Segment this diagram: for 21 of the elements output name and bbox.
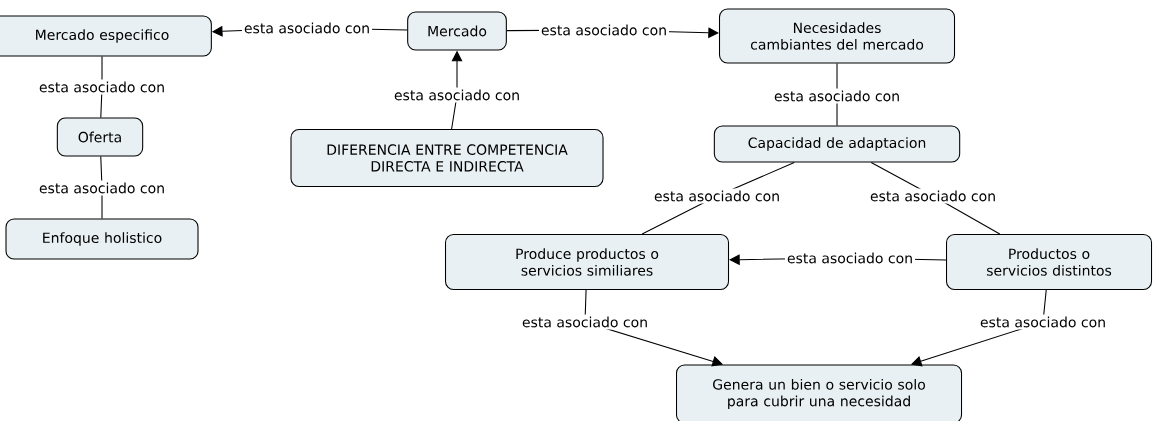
linking-phrase: esta asociado con bbox=[241, 20, 373, 36]
linking-phrase: esta asociado con bbox=[978, 314, 1109, 330]
linking-phrase: esta asociado con bbox=[538, 22, 670, 38]
concept-box: Mercado bbox=[407, 11, 507, 51]
concept-box: Enfoque holistico bbox=[5, 218, 199, 260]
linking-phrase: esta asociado con bbox=[520, 314, 651, 330]
concept-box: DIFERENCIA ENTRE COMPETENCIA DIRECTA E INDIRECTA bbox=[290, 128, 604, 188]
concept-box: Necesidades cambiantes del mercado bbox=[718, 8, 956, 64]
linking-phrase: esta asociado con bbox=[772, 88, 903, 104]
concept-box: Mercado especifico bbox=[0, 15, 212, 57]
linking-phrase: esta asociado con bbox=[36, 79, 168, 95]
linking-phrase: esta asociado con bbox=[651, 188, 783, 204]
concept-box: Oferta bbox=[56, 117, 144, 157]
concept-box: Productos o servicios distintos bbox=[945, 233, 1153, 291]
linking-phrase: esta asociado con bbox=[785, 250, 916, 266]
concept-box: Capacidad de adaptacion bbox=[713, 125, 961, 163]
linking-phrase: esta asociado con bbox=[868, 188, 999, 204]
linking-phrase: esta asociado con bbox=[391, 87, 523, 103]
concept-box: Genera un bien o servicio solo para cubrir una necesidad bbox=[675, 364, 963, 421]
linking-phrase: esta asociado con bbox=[36, 180, 168, 196]
concept-box: Produce productos o servicios similiares bbox=[444, 233, 730, 291]
